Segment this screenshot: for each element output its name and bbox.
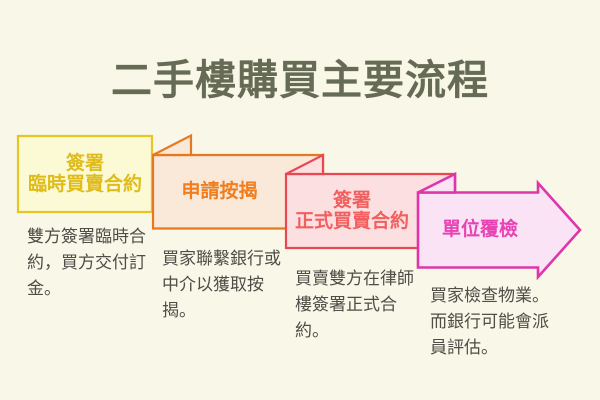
step-4-label: 單位覆檢: [441, 219, 518, 240]
step-4-description: 買家檢查物業。 而銀行可能會派 員評估。: [430, 286, 549, 357]
step-1-label: 簽署 臨時買賣合約: [27, 153, 142, 195]
step-4-arrow-body-and-head: [416, 179, 582, 281]
step-2-description: 買家聯繫銀行或 中介以獲取按 揭。: [162, 249, 281, 320]
step-4-shape: [416, 171, 582, 281]
step-2-fold: [152, 133, 193, 157]
step-2-label: 申請按揭: [181, 181, 258, 202]
step-3-label: 簽署 正式買賣合約: [294, 190, 409, 232]
step-1-description: 雙方簽署臨時合 約，買方交付訂 金。: [27, 227, 146, 298]
step-3-fold: [285, 153, 325, 176]
step-4-fold: [417, 171, 457, 194]
page-title: 二手樓購買主要流程: [111, 57, 489, 103]
step-3-description: 買賣雙方在律師 樓簽署正式合 約。: [295, 269, 414, 340]
